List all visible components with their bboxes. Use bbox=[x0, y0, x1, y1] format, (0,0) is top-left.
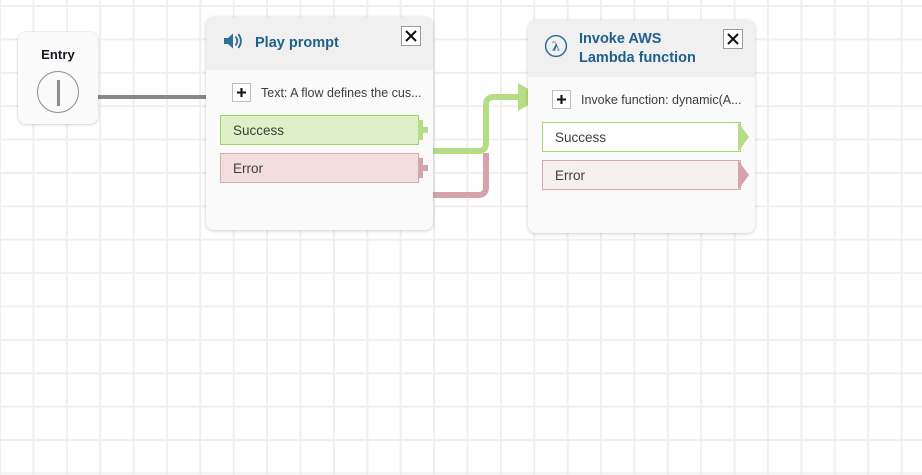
aws-lambda-icon: λ bbox=[544, 34, 568, 63]
node-body: Invoke function: dynamic(A... Success Er… bbox=[528, 77, 755, 220]
port-connector-stub[interactable] bbox=[418, 158, 428, 178]
port-output-arrow-icon[interactable] bbox=[738, 122, 758, 153]
node-header: Play prompt bbox=[206, 17, 433, 70]
node-header: λ Invoke AWS Lambda function bbox=[528, 20, 755, 78]
connector-success-to-lambda bbox=[432, 83, 542, 154]
close-icon[interactable] bbox=[401, 26, 421, 46]
node-parameter-text: Invoke function: dynamic(A... bbox=[581, 92, 742, 107]
port-connector-stub[interactable] bbox=[418, 120, 428, 140]
node-port-list: Success Error bbox=[528, 122, 755, 220]
port-label: Success bbox=[233, 122, 285, 138]
node-play-prompt[interactable]: Play prompt Text: A flow defines the cus… bbox=[206, 17, 433, 230]
port-output-arrow-icon[interactable] bbox=[738, 160, 758, 191]
node-parameter-row[interactable]: Invoke function: dynamic(A... bbox=[528, 77, 755, 122]
node-body: Text: A flow defines the cus... Success … bbox=[206, 70, 433, 213]
svg-text:λ: λ bbox=[552, 40, 560, 54]
plus-icon[interactable] bbox=[552, 90, 571, 110]
node-port-list: Success Error bbox=[206, 115, 433, 213]
close-icon[interactable] bbox=[723, 29, 743, 49]
port-error[interactable]: Error bbox=[542, 160, 749, 191]
connector-error-dangling bbox=[432, 153, 489, 198]
flow-start-icon bbox=[37, 71, 79, 113]
node-invoke-aws-lambda-function[interactable]: λ Invoke AWS Lambda function Invoke func… bbox=[528, 20, 755, 233]
node-title: Play prompt bbox=[255, 35, 339, 52]
port-label: Error bbox=[555, 167, 585, 183]
port-error[interactable]: Error bbox=[220, 153, 428, 183]
node-parameter-text: Text: A flow defines the cus... bbox=[261, 85, 421, 100]
port-label: Error bbox=[233, 160, 263, 176]
node-parameter-row[interactable]: Text: A flow defines the cus... bbox=[206, 70, 433, 115]
port-success[interactable]: Success bbox=[220, 115, 428, 145]
port-label: Success bbox=[555, 129, 607, 145]
plus-icon[interactable] bbox=[232, 83, 251, 102]
port-success[interactable]: Success bbox=[542, 122, 749, 153]
entry-node-label: Entry bbox=[41, 47, 75, 62]
speaker-icon bbox=[222, 31, 244, 56]
entry-node[interactable]: Entry bbox=[18, 32, 98, 124]
node-title: Invoke AWS Lambda function bbox=[579, 31, 696, 66]
